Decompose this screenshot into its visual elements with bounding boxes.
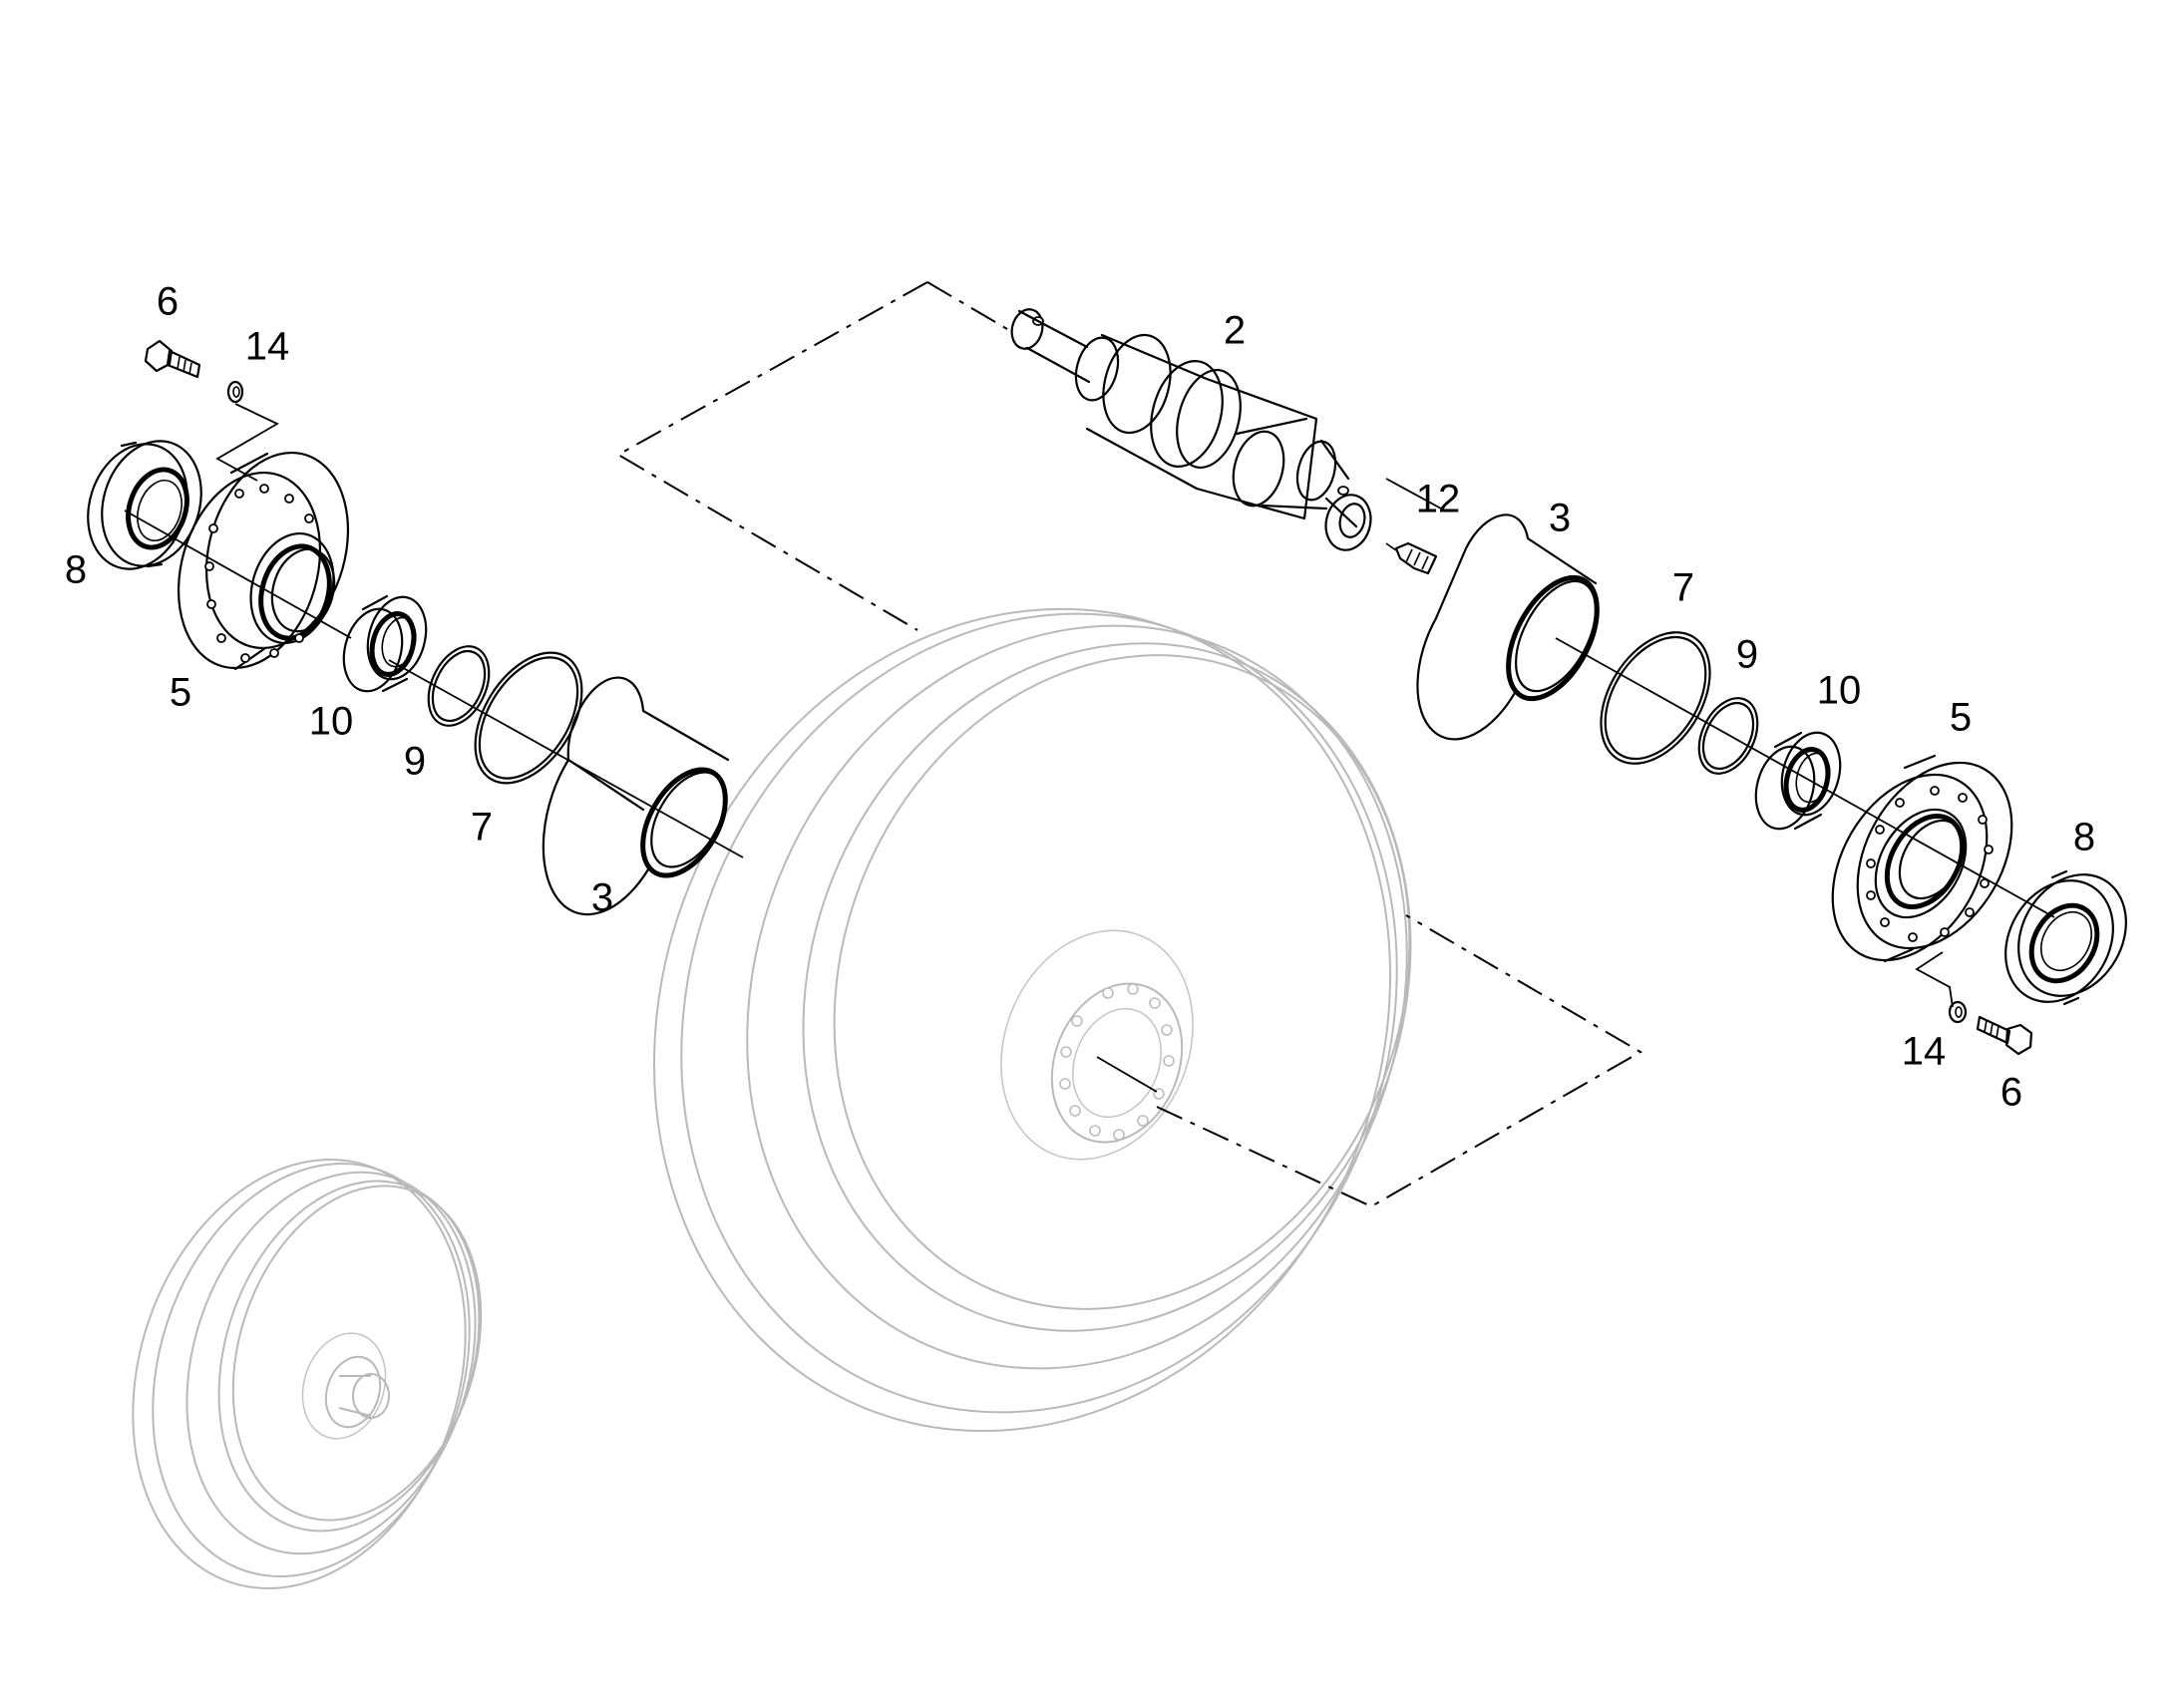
callout-labels: 6 14 8 5 10 9 7 3 2 12 3 7 9 10 5 8 14 6 [65,280,2095,1115]
oring-large-left-part [474,651,583,785]
bearing-right-part [1754,731,1842,831]
callout-7-right: 7 [1672,566,1694,610]
assembly-path-line-lower [1156,914,1642,1208]
callout-8-right: 8 [2073,816,2095,859]
callout-3-right: 3 [1549,497,1571,540]
shaft-part [1010,308,1372,551]
seal-right-part [2004,869,2127,1006]
callout-14-left: 14 [245,325,290,369]
plug-part [1385,541,1438,575]
callout-5-left: 5 [170,671,191,715]
leader-line-right-fastener [1915,951,1954,1008]
callout-9-right: 9 [1736,633,1758,677]
callout-2: 2 [1224,309,1246,353]
assembled-wheel-ghost [132,1159,483,1589]
assembly-path-line-top [926,281,1008,330]
callout-8-left: 8 [65,548,87,592]
bearing-left-part [342,594,428,693]
callout-6-left: 6 [157,280,179,324]
callout-3-left: 3 [591,876,613,920]
screw-left-part [144,339,201,379]
idler-wheel-ghost [652,607,1412,1433]
callout-14-right: 14 [1902,1030,1947,1074]
assembly-path-line [615,281,928,631]
cover-left-bolt-holes [204,484,314,663]
bushing-left-part [542,676,730,916]
screw-right-part [1976,1015,2033,1056]
washer-right-part [1948,1000,1968,1024]
cover-left-part [177,451,350,671]
callout-5-right: 5 [1950,696,1972,740]
oring-small-left-part [427,645,491,727]
callout-9-left: 9 [404,740,426,784]
leader-line-left-fastener [215,403,279,482]
callout-7-left: 7 [471,806,493,850]
hub-bolt-holes-ghost [1059,983,1175,1141]
axis-lines [124,478,2055,1093]
washer-left-part [226,380,244,404]
cover-right-part [1831,754,2013,963]
bushing-right-part [1416,513,1600,741]
cover-right-bolt-holes [1866,786,1994,942]
seal-left-part [87,440,202,570]
callout-6-right: 6 [2000,1071,2022,1115]
oring-small-right-part [1697,697,1759,775]
callout-12: 12 [1416,478,1461,521]
callout-10-right: 10 [1817,669,1862,713]
callout-10-left: 10 [309,700,354,744]
oring-large-right-part [1600,631,1711,765]
